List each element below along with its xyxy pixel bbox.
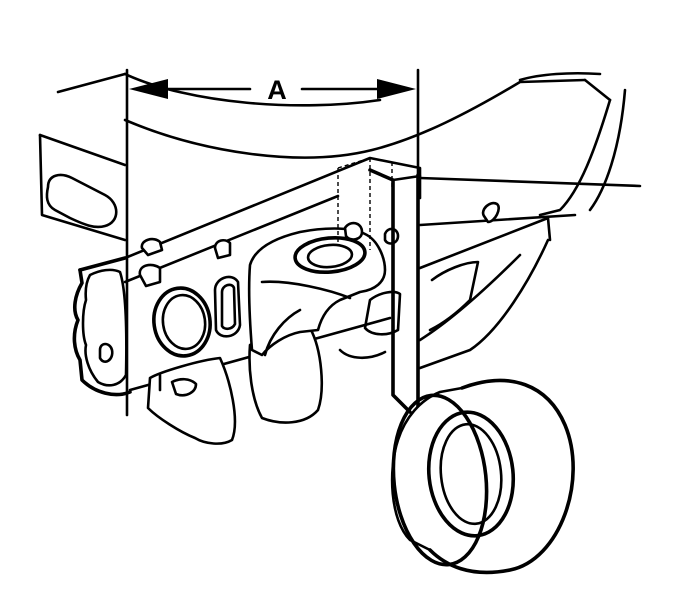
dimension-arrow-left — [129, 79, 168, 99]
lower-bracket — [146, 326, 323, 445]
rail-end-section — [72, 256, 132, 397]
measuring-tool — [368, 168, 575, 575]
dimension-arrow-right — [377, 79, 416, 99]
body-panel — [38, 71, 642, 242]
dimension-a: A — [125, 68, 420, 417]
rail-side-holes — [152, 275, 242, 358]
dimension-label: A — [267, 75, 287, 105]
